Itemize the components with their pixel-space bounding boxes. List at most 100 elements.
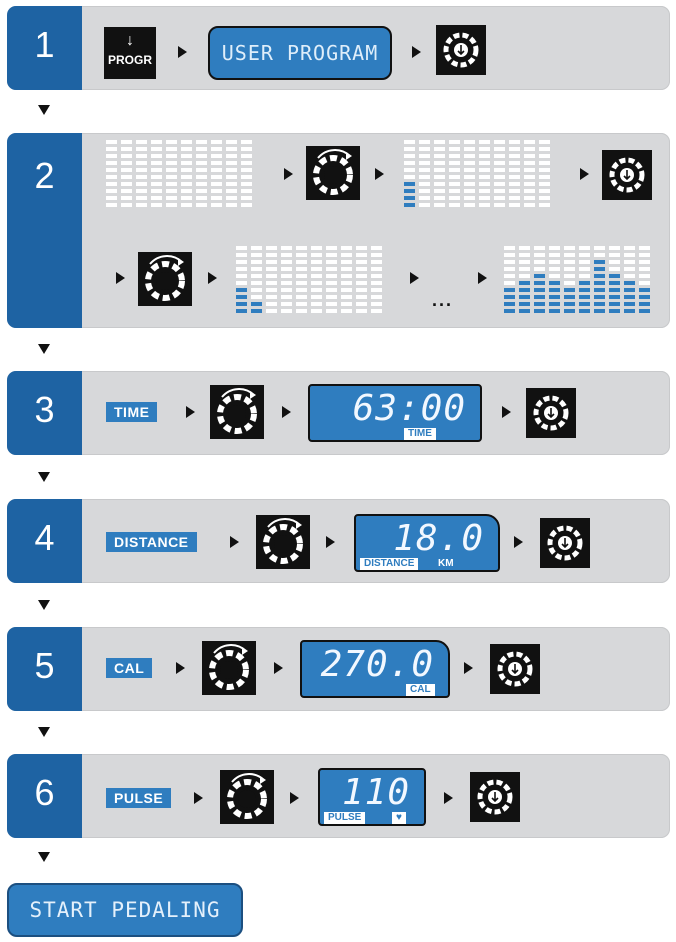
profile-segment bbox=[326, 274, 337, 278]
rotary-knob-icon[interactable] bbox=[138, 252, 192, 306]
profile-segment bbox=[609, 309, 620, 313]
profile-segment bbox=[419, 147, 430, 151]
profile-segment bbox=[479, 203, 490, 207]
profile-segment bbox=[226, 147, 237, 151]
profile-segment bbox=[236, 260, 247, 264]
profile-segment bbox=[211, 175, 222, 179]
enter-confirm-icon[interactable] bbox=[490, 644, 540, 694]
profile-segment bbox=[151, 161, 162, 165]
profile-segment bbox=[106, 203, 117, 207]
enter-confirm-icon[interactable] bbox=[526, 388, 576, 438]
profile-segment bbox=[449, 175, 460, 179]
rotary-knob-icon[interactable] bbox=[220, 770, 274, 824]
profile-segment bbox=[519, 295, 530, 299]
profile-segment bbox=[241, 154, 252, 158]
profile-segment bbox=[609, 295, 620, 299]
profile-segment bbox=[624, 295, 635, 299]
profile-segment bbox=[106, 147, 117, 151]
profile-segment bbox=[419, 168, 430, 172]
enter-confirm-icon[interactable] bbox=[540, 518, 590, 568]
profile-segment bbox=[151, 147, 162, 151]
enter-confirm-icon[interactable] bbox=[602, 150, 652, 200]
cal-display: 270.0 CAL bbox=[300, 640, 450, 698]
profile-segment bbox=[509, 161, 520, 165]
profile-segment bbox=[371, 253, 382, 257]
profile-segment bbox=[296, 260, 307, 264]
profile-segment bbox=[136, 147, 147, 151]
profile-segment bbox=[404, 203, 415, 207]
profile-segment bbox=[504, 302, 515, 306]
profile-segment bbox=[241, 196, 252, 200]
down-arrow-icon: ↓ bbox=[126, 32, 134, 49]
profile-segment bbox=[549, 253, 560, 257]
profile-segment bbox=[296, 309, 307, 313]
profile-segment bbox=[419, 189, 430, 193]
profile-segment bbox=[121, 168, 132, 172]
profile-segment bbox=[564, 281, 575, 285]
profile-segment bbox=[579, 302, 590, 306]
profile-segment bbox=[579, 309, 590, 313]
profile-segment bbox=[479, 147, 490, 151]
profile-segment bbox=[341, 295, 352, 299]
profile-segment bbox=[464, 203, 475, 207]
profile-segment bbox=[594, 302, 605, 306]
rotary-knob-icon[interactable] bbox=[202, 641, 256, 695]
step-number: 1 bbox=[34, 24, 55, 65]
step-number: 4 bbox=[34, 517, 55, 558]
enter-confirm-icon[interactable] bbox=[470, 772, 520, 822]
step-number-tab: 2 bbox=[7, 133, 82, 328]
profile-segment bbox=[166, 189, 177, 193]
user-program-display: USER PROGRAM bbox=[208, 26, 392, 80]
profile-segment bbox=[509, 182, 520, 186]
profile-segment bbox=[371, 281, 382, 285]
profile-segment bbox=[404, 182, 415, 186]
profile-segment bbox=[211, 161, 222, 165]
profile-segment bbox=[534, 309, 545, 313]
profile-segment bbox=[539, 175, 550, 179]
profile-segment bbox=[464, 196, 475, 200]
profile-segment bbox=[534, 246, 545, 250]
rotary-knob-icon[interactable] bbox=[306, 146, 360, 200]
profile-segment bbox=[106, 189, 117, 193]
profile-segment bbox=[539, 168, 550, 172]
profile-segment bbox=[464, 189, 475, 193]
profile-segment bbox=[281, 281, 292, 285]
profile-segment bbox=[371, 267, 382, 271]
profile-segment bbox=[121, 147, 132, 151]
profile-segment bbox=[479, 154, 490, 158]
profile-segment bbox=[524, 161, 535, 165]
profile-segment bbox=[326, 309, 337, 313]
profile-segment bbox=[281, 246, 292, 250]
profile-segment bbox=[326, 302, 337, 306]
enter-confirm-icon[interactable] bbox=[436, 25, 486, 75]
time-value: 63:00 bbox=[352, 388, 466, 429]
profile-segment bbox=[281, 309, 292, 313]
profile-segment bbox=[136, 168, 147, 172]
profile-segment bbox=[136, 189, 147, 193]
profile-segment bbox=[226, 154, 237, 158]
down-arrow-icon bbox=[38, 105, 50, 115]
rotary-knob-icon[interactable] bbox=[256, 515, 310, 569]
profile-segment bbox=[509, 140, 520, 144]
profile-segment bbox=[504, 309, 515, 313]
rotary-knob-icon[interactable] bbox=[210, 385, 264, 439]
profile-segment bbox=[609, 302, 620, 306]
profile-segment bbox=[609, 246, 620, 250]
distance-label: DISTANCE bbox=[106, 532, 197, 552]
profile-segment bbox=[136, 161, 147, 165]
profile-segment bbox=[639, 302, 650, 306]
profile-segment bbox=[509, 175, 520, 179]
profile-segment bbox=[609, 260, 620, 264]
profile-segment bbox=[236, 267, 247, 271]
progr-button[interactable]: ↓ PROGR bbox=[104, 27, 156, 79]
profile-segment bbox=[136, 140, 147, 144]
profile-segment bbox=[434, 175, 445, 179]
down-arrow-icon bbox=[38, 344, 50, 354]
profile-segment bbox=[509, 189, 520, 193]
profile-segment bbox=[434, 140, 445, 144]
step-number-tab: 1 bbox=[7, 6, 82, 90]
profile-segment bbox=[251, 246, 262, 250]
profile-grid-step2 bbox=[236, 246, 386, 316]
profile-segment bbox=[509, 196, 520, 200]
profile-segment bbox=[504, 267, 515, 271]
